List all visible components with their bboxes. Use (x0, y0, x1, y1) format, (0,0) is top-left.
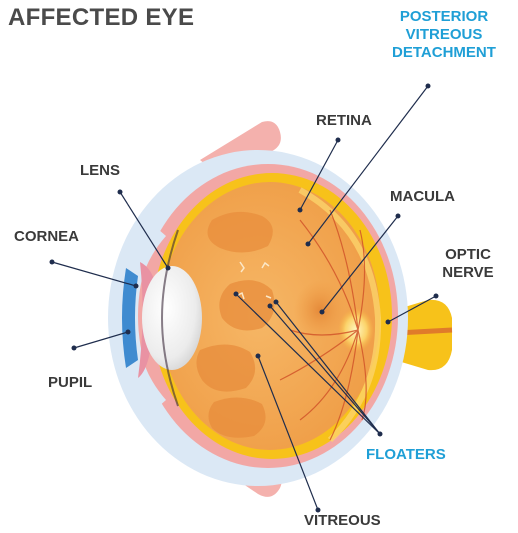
label-optic-nerve: OPTIC NERVE (432, 246, 504, 282)
label-posterior-vitreous-detachment: POSTERIOR VITREOUS DETACHMENT (380, 8, 508, 62)
pvd-line-3: DETACHMENT (380, 44, 508, 62)
label-cornea: CORNEA (14, 228, 79, 246)
label-floaters: FLOATERS (366, 446, 446, 464)
diagram-title: AFFECTED EYE (8, 4, 194, 32)
label-pupil: PUPIL (48, 374, 92, 392)
optic-nerve-line-2: NERVE (432, 264, 504, 282)
pvd-line-1: POSTERIOR (380, 8, 508, 26)
pvd-line-2: VITREOUS (380, 26, 508, 44)
label-lens: LENS (80, 162, 120, 180)
label-retina: RETINA (316, 112, 372, 130)
optic-nerve-line-1: OPTIC (432, 246, 504, 264)
lens-shape (142, 266, 202, 370)
label-vitreous: VITREOUS (304, 512, 381, 530)
label-macula: MACULA (390, 188, 455, 206)
